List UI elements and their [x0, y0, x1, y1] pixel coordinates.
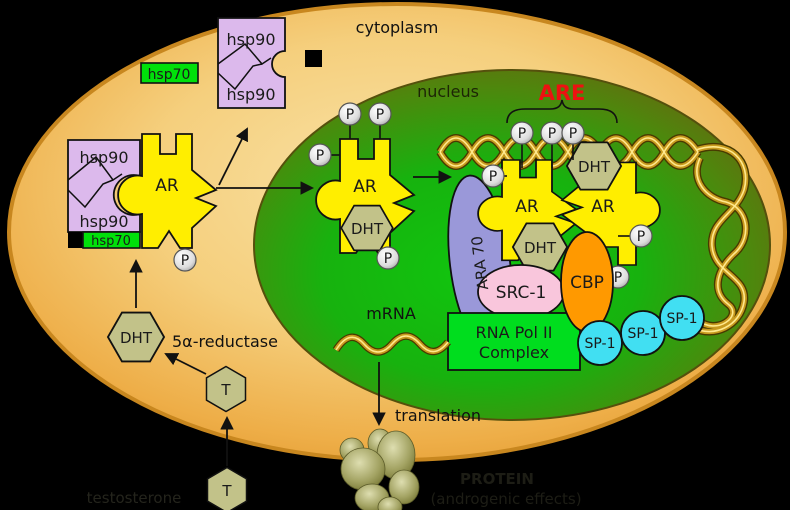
protein-label: PROTEIN [460, 470, 534, 488]
hsp70-released: hsp70 [140, 62, 199, 84]
hsp70-complex-box [82, 231, 141, 249]
protein-cluster [339, 428, 420, 510]
mrna-label: mRNA [366, 304, 416, 323]
testosterone-label: testosterone [87, 489, 182, 507]
hsp90-label: hsp90 [227, 85, 276, 104]
dht-label-dimer-top: DHT [578, 158, 611, 176]
hsp90-dimer-box [217, 17, 286, 109]
phosphate-circle [481, 164, 505, 188]
ar-monomer-nuclear: AR DHT P P P P [308, 102, 415, 270]
phosphate-label: P [316, 148, 324, 164]
ar-label-cytoplasmic: AR [155, 176, 179, 196]
dht-label-nuclear: DHT [351, 220, 384, 238]
phosphate-label: P [548, 126, 556, 142]
hsp90-label: hsp90 [80, 212, 129, 231]
ar-label-dimer-left: AR [515, 197, 539, 217]
phosphate-circle [173, 248, 197, 272]
phosphate-label: P [489, 169, 497, 185]
sp1-label: SP-1 [628, 326, 659, 342]
rna-pol-label-line2: Complex [479, 343, 549, 362]
phosphate-label: P [181, 253, 189, 269]
sp1-circle [659, 295, 705, 341]
phosphate-label: P [637, 229, 645, 245]
t-label-cytoplasmic: T [220, 381, 231, 399]
rna-pol-label-line1: RNA Pol II [476, 323, 553, 342]
protein-blob [388, 469, 420, 505]
phosphate-label: P [569, 126, 577, 142]
phosphate-circle [561, 121, 585, 145]
phosphate-circle [308, 143, 332, 167]
hsp90-dimer-released: hsp90 hsp90 [217, 17, 322, 109]
phosphate-label: P [614, 270, 622, 286]
phosphate-circle [510, 121, 534, 145]
ar-chaperone-complex: hsp90 hsp90 hsp70 AR P [67, 133, 217, 272]
phosphate-label: P [376, 107, 384, 123]
black-square-marker [305, 50, 322, 67]
arrow-hsp90-release [218, 127, 248, 186]
sp1-factors: SP-1 SP-1 SP-1 [577, 295, 705, 366]
hsp70-label: hsp70 [91, 234, 131, 249]
cytoplasm-label: cytoplasm [356, 18, 439, 37]
are-brace [506, 99, 618, 124]
arrow-t-to-dht [164, 353, 207, 375]
phosphates-dimer [500, 144, 632, 237]
phosphate-label: P [346, 107, 354, 123]
black-square-marker [68, 232, 83, 248]
nucleus-label: nucleus [417, 82, 479, 101]
hsp90-label: hsp90 [227, 30, 276, 49]
phosphates-dimer-circles: P P P P P [481, 121, 653, 248]
phosphate-circle [338, 102, 362, 126]
phosphate-label: P [518, 126, 526, 142]
sp1-circle [577, 320, 623, 366]
ar-label-nuclear: AR [353, 177, 377, 197]
reductase-label: 5α-reductase [172, 332, 278, 351]
phosphate-circle [368, 102, 392, 126]
t-label-extracellular: T [221, 482, 232, 500]
sp1-label: SP-1 [667, 311, 698, 327]
dht-label-dimer-bottom: DHT [524, 239, 557, 257]
translation-label: translation [395, 406, 481, 425]
phosphate-label: P [384, 251, 392, 267]
phosphate-circle [376, 246, 400, 270]
hormones: DHT T T 5α-reductase testosterone [87, 311, 278, 510]
src1-label: SRC-1 [496, 283, 547, 303]
hsp90-label: hsp90 [80, 148, 129, 167]
ar-label-dimer-right: AR [591, 197, 615, 217]
protein-blob [377, 496, 403, 510]
cbp-label: CBP [570, 273, 604, 293]
mrna-translation: mRNA translation [336, 304, 481, 425]
phosphate-circle [629, 224, 653, 248]
dht-label-cytoplasmic: DHT [120, 329, 153, 347]
sp1-label: SP-1 [585, 336, 616, 352]
protein-effect-label: (androgenic effects) [430, 490, 581, 508]
hsp70-label: hsp70 [148, 67, 191, 83]
protein-blob [340, 447, 386, 491]
pathway-arrows [129, 127, 453, 466]
hsp70-box [140, 62, 199, 84]
